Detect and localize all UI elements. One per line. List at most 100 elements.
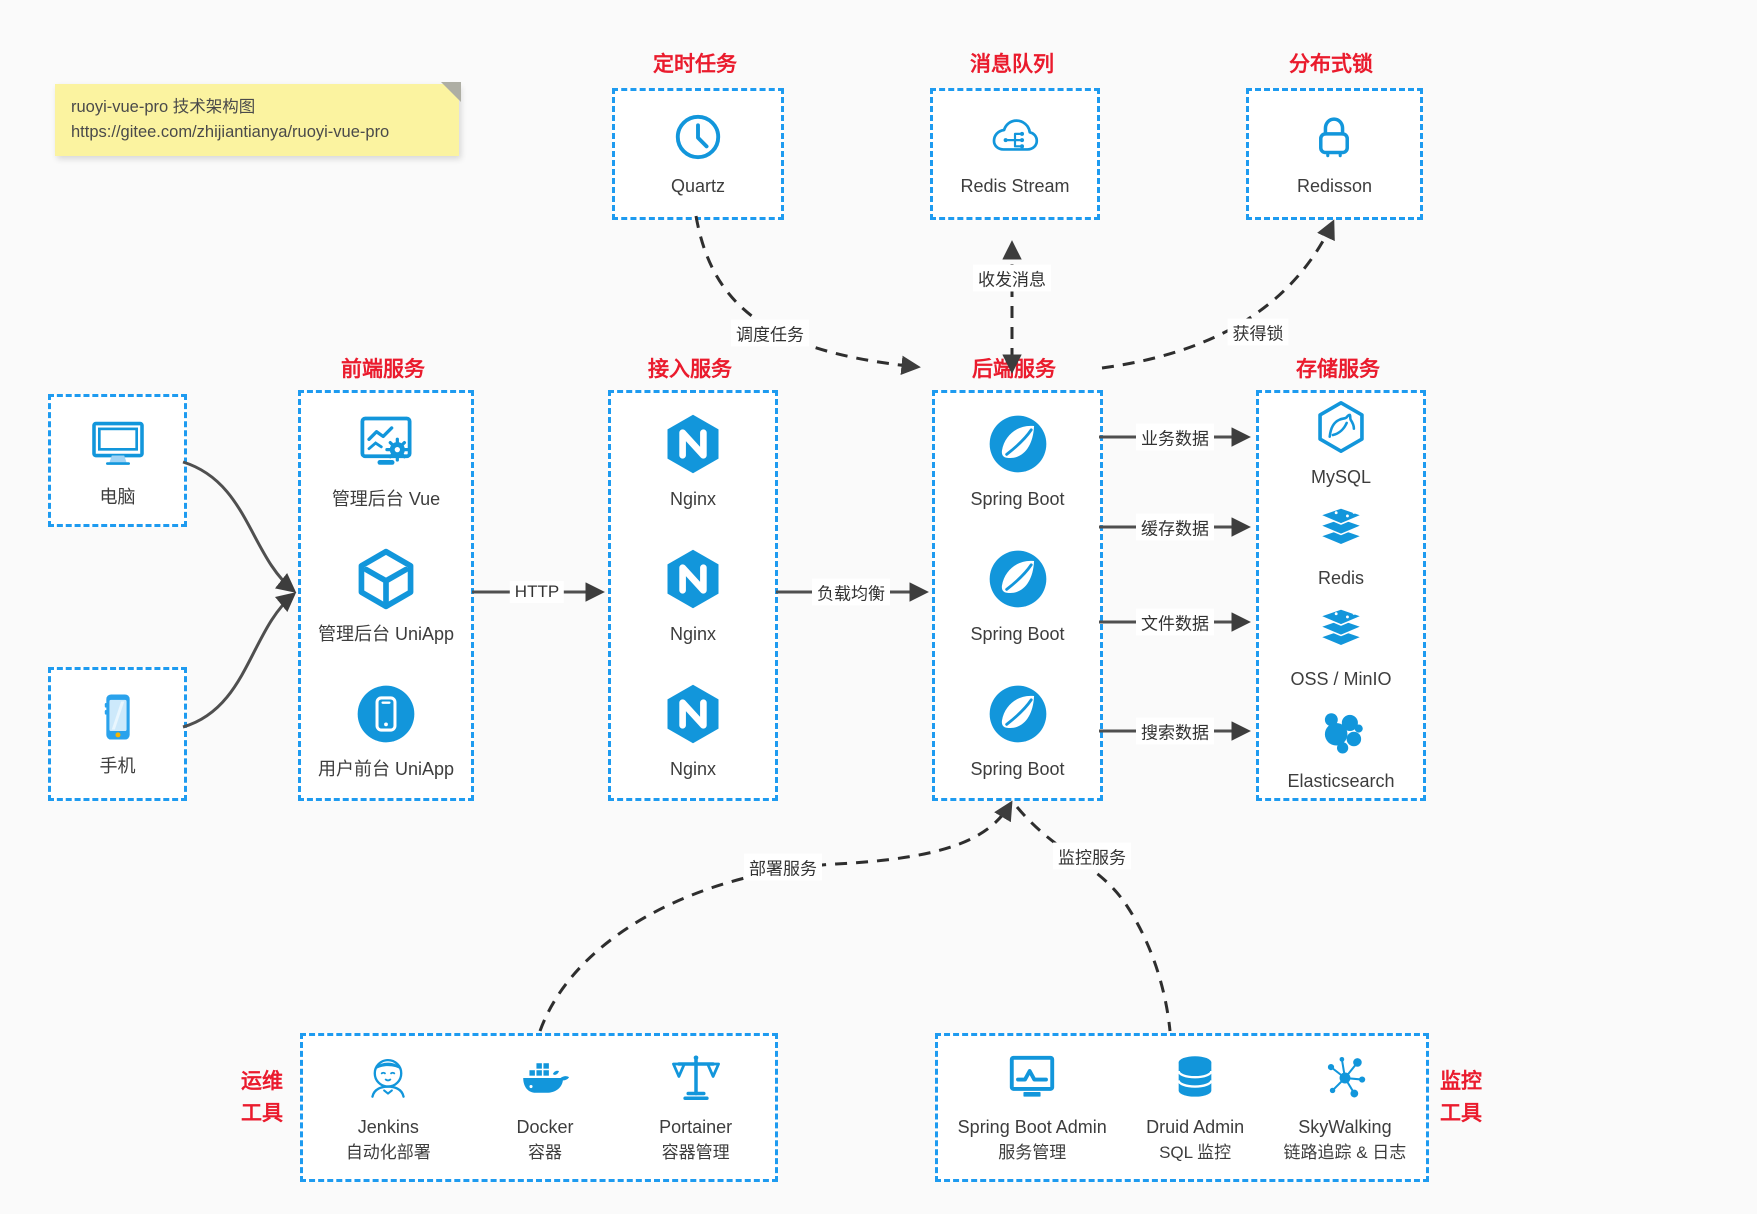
redis-stack-icon	[1312, 499, 1370, 557]
edge-label-http: HTTP	[509, 581, 565, 603]
ops-title-line2: 工具	[241, 1101, 283, 1125]
node-spring-boot-2: Spring Boot	[970, 545, 1065, 646]
node-label: Nginx	[669, 623, 717, 644]
node-label: Jenkins	[357, 1116, 419, 1137]
desktop-icon	[86, 412, 150, 476]
node-user-uniapp: 用户前台 UniApp	[318, 680, 454, 781]
node-label: Spring Boot	[970, 488, 1065, 509]
node-sublabel: SQL 监控	[1159, 1142, 1232, 1162]
edge-acquire-lock-line	[1101, 219, 1335, 370]
node-sublabel: 容器	[527, 1142, 562, 1162]
cloud-stream-icon	[987, 109, 1043, 165]
node-label: Druid Admin	[1146, 1116, 1245, 1137]
group-box-client-mobile: 手机	[48, 667, 187, 801]
node-oss-minio: OSS / MinIO	[1290, 600, 1392, 691]
edge-pc-frontend-line	[182, 460, 297, 593]
node-label: Nginx	[669, 488, 717, 509]
node-label: Spring Boot	[970, 758, 1065, 779]
oss-stack-icon	[1312, 600, 1370, 658]
mobile-app-icon	[352, 680, 420, 748]
node-elasticsearch: Elasticsearch	[1287, 702, 1395, 793]
group-box-client-pc: 电脑	[48, 394, 187, 527]
spring-boot-icon	[984, 410, 1052, 478]
monitor-title-line2: 工具	[1440, 1101, 1482, 1125]
nginx-icon	[659, 410, 727, 478]
group-box-scheduler: Quartz	[612, 88, 784, 220]
node-sublabel: 服务管理	[998, 1142, 1067, 1162]
elasticsearch-icon	[1312, 702, 1370, 760]
node-spring-boot-1: Spring Boot	[970, 410, 1065, 511]
nginx-icon	[659, 545, 727, 613]
jenkins-icon	[360, 1050, 416, 1106]
node-label: Spring Boot Admin	[957, 1116, 1107, 1137]
node-label: 管理后台 Vue	[331, 488, 441, 509]
group-title-mq: 消息队列	[970, 53, 1054, 76]
spring-boot-icon	[984, 680, 1052, 748]
sticky-note: ruoyi-vue-pro 技术架构图 https://gitee.com/zh…	[55, 82, 461, 156]
node-label: 用户前台 UniApp	[317, 758, 455, 779]
group-box-frontend: 管理后台 Vue 管理后台 UniApp 用户前台 UniApp	[298, 390, 474, 801]
node-label: 管理后台 UniApp	[317, 623, 455, 644]
edge-deploy-service-line	[538, 800, 1013, 1032]
node-mobile: 手机	[90, 689, 146, 778]
nginx-icon	[659, 680, 727, 748]
node-portainer: Portainer 容器管理	[659, 1050, 732, 1166]
edge-label-load-balance: 负载均衡	[812, 578, 890, 606]
node-admin-uniapp: 管理后台 UniApp	[318, 545, 454, 646]
edge-label-send-receive-msg: 收发消息	[973, 264, 1051, 292]
node-quartz: Quartz	[670, 109, 726, 198]
node-label: Redis	[1317, 568, 1365, 589]
node-label: SkyWalking	[1298, 1116, 1392, 1137]
ops-title-line1: 运维	[241, 1070, 283, 1093]
edge-label-schedule-task: 调度任务	[731, 319, 809, 347]
node-sublabel: 链路追踪 & 日志	[1283, 1142, 1407, 1162]
group-title-gateway: 接入服务	[648, 358, 732, 381]
node-pc: 电脑	[86, 412, 150, 509]
node-redisson: Redisson	[1297, 109, 1372, 198]
admin-vue-icon	[352, 410, 420, 478]
skywalking-icon	[1317, 1050, 1373, 1106]
group-box-gateway: Nginx Nginx Nginx	[608, 390, 778, 801]
node-redis: Redis	[1312, 499, 1370, 590]
sba-icon	[1004, 1050, 1060, 1106]
group-box-monitor: Spring Boot Admin 服务管理 Druid Admin SQL 监…	[935, 1033, 1429, 1182]
node-label: Docker	[516, 1116, 574, 1137]
group-box-mq: Redis Stream	[930, 88, 1100, 220]
node-label: Redisson	[1296, 176, 1373, 197]
node-jenkins: Jenkins 自动化部署	[346, 1050, 431, 1166]
docker-icon	[517, 1050, 573, 1106]
node-label: Spring Boot	[970, 623, 1065, 644]
group-title-lock: 分布式锁	[1289, 53, 1373, 76]
node-skywalking: SkyWalking 链路追踪 & 日志	[1283, 1050, 1407, 1166]
group-box-backend: Spring Boot Spring Boot Spring Boot	[932, 390, 1103, 801]
node-mysql: MySQL	[1311, 398, 1371, 489]
smartphone-icon	[90, 689, 146, 745]
group-title-scheduler: 定时任务	[653, 53, 737, 76]
node-docker: Docker 容器	[516, 1050, 573, 1166]
node-admin-vue: 管理后台 Vue	[332, 410, 440, 511]
note-url: https://gitee.com/zhijiantianya/ruoyi-vu…	[71, 122, 390, 141]
node-label: Redis Stream	[960, 176, 1070, 197]
note-title: ruoyi-vue-pro 技术架构图	[71, 98, 256, 116]
edge-label-acquire-lock: 获得锁	[1227, 318, 1289, 346]
node-spring-boot-3: Spring Boot	[970, 680, 1065, 781]
group-title-frontend: 前端服务	[341, 358, 425, 381]
group-box-ops: Jenkins 自动化部署 Docker 容器	[300, 1033, 778, 1182]
edge-label-monitor-service: 监控服务	[1053, 842, 1131, 870]
lock-icon	[1306, 109, 1362, 165]
edge-label-search-data: 搜索数据	[1136, 717, 1214, 745]
node-nginx-3: Nginx	[659, 680, 727, 781]
cube-icon	[352, 545, 420, 613]
mysql-icon	[1312, 398, 1370, 456]
node-nginx-2: Nginx	[659, 545, 727, 646]
node-sublabel: 容器管理	[661, 1142, 730, 1162]
node-label: Portainer	[659, 1116, 733, 1137]
edge-label-business-data: 业务数据	[1136, 423, 1214, 451]
monitor-title-line1: 监控	[1440, 1070, 1482, 1093]
edge-mobile-frontend-line	[182, 592, 297, 729]
node-label: Quartz	[670, 176, 726, 197]
edge-label-file-data: 文件数据	[1136, 608, 1214, 636]
node-label: 电脑	[99, 486, 136, 507]
